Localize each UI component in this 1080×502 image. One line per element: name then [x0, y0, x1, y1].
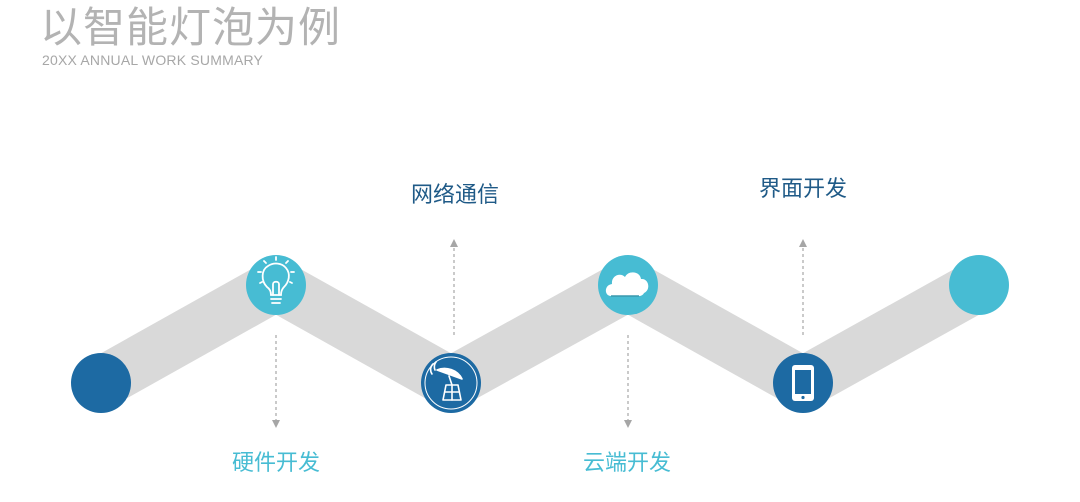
satellite-node — [421, 353, 481, 413]
step-label-hardware: 硬件开发 — [232, 451, 321, 476]
start-node — [71, 353, 131, 413]
step-label-interface: 界面开发 — [759, 177, 848, 202]
end-node — [949, 255, 1009, 315]
satellite-dish-icon — [429, 361, 463, 401]
cloud-icon — [605, 272, 649, 296]
smartphone-icon — [792, 365, 814, 401]
step-label-cloud: 云端开发 — [583, 451, 672, 476]
page-subtitle: 20XX ANNUAL WORK SUMMARY — [42, 52, 264, 68]
zigzag-band — [75, 259, 1005, 409]
step-label-network: 网络通信 — [411, 183, 500, 208]
page-title: 以智能灯泡为例 — [40, 3, 342, 52]
lightbulb-node — [246, 255, 306, 315]
lightbulb-icon — [257, 256, 295, 304]
cloud-node — [598, 255, 658, 315]
smartphone-node — [773, 353, 833, 413]
